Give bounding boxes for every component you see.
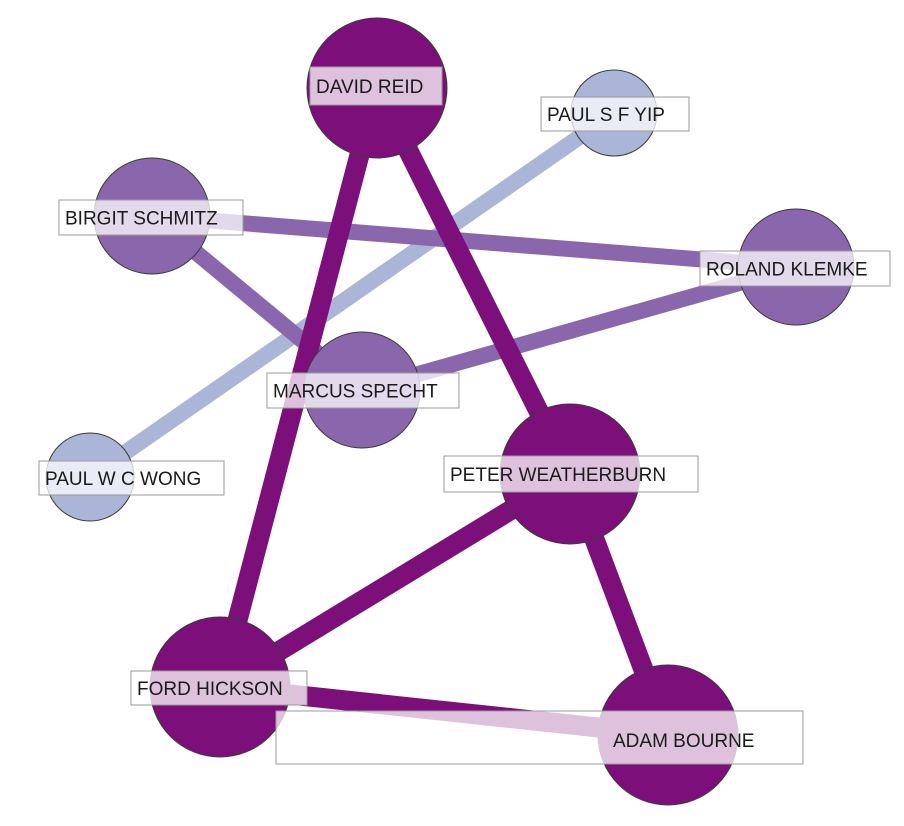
label-text-paul-s-f-yip: PAUL S F YIP xyxy=(547,105,665,126)
label-box-roland-klemke xyxy=(699,250,891,287)
label-text-paul-w-c-wong: PAUL W C WONG xyxy=(45,469,201,490)
node-label-david-reid: DAVID REID xyxy=(309,66,443,106)
label-text-ford-hickson: FORD HICKSON xyxy=(137,679,283,700)
label-box-paul-w-c-wong xyxy=(38,460,225,496)
labels-layer: DAVID REID PAUL S F YIP BIRGIT SCHMITZ ROLA… xyxy=(38,66,891,765)
node-label-roland-klemke: ROLAND KLEMKE xyxy=(699,250,891,287)
label-box-david-reid xyxy=(309,66,443,106)
node-label-adam-bourne: ADAM BOURNE xyxy=(275,710,804,765)
label-text-david-reid: DAVID REID xyxy=(316,77,423,98)
node-label-birgit-schmitz: BIRGIT SCHMITZ xyxy=(58,199,244,236)
label-box-peter-weatherburn xyxy=(443,455,699,493)
label-box-birgit-schmitz xyxy=(58,199,244,236)
label-box-paul-s-f-yip xyxy=(540,96,690,132)
label-text-birgit-schmitz: BIRGIT SCHMITZ xyxy=(65,209,218,230)
edge-david-reid-peter-weatherburn xyxy=(368,83,579,479)
node-label-peter-weatherburn: PETER WEATHERBURN xyxy=(443,455,699,493)
label-box-adam-bourne xyxy=(275,710,804,765)
edge-birgit-schmitz-roland-klemke xyxy=(151,208,797,275)
label-text-roland-klemke: ROLAND KLEMKE xyxy=(706,260,868,281)
label-text-adam-bourne: ADAM BOURNE xyxy=(613,731,754,752)
node-label-ford-hickson: FORD HICKSON xyxy=(130,670,308,706)
edge-paul-s-f-yip-paul-w-c-wong xyxy=(85,106,619,484)
node-label-paul-w-c-wong: PAUL W C WONG xyxy=(38,460,225,496)
label-box-ford-hickson xyxy=(130,670,308,706)
label-text-peter-weatherburn: PETER WEATHERBURN xyxy=(450,465,666,486)
node-label-marcus-specht: MARCUS SPECHT xyxy=(266,372,460,409)
label-text-marcus-specht: MARCUS SPECHT xyxy=(273,382,438,403)
label-box-marcus-specht xyxy=(266,372,460,409)
node-label-paul-s-f-yip: PAUL S F YIP xyxy=(540,96,690,132)
edge-roland-klemke-marcus-specht xyxy=(359,259,799,398)
